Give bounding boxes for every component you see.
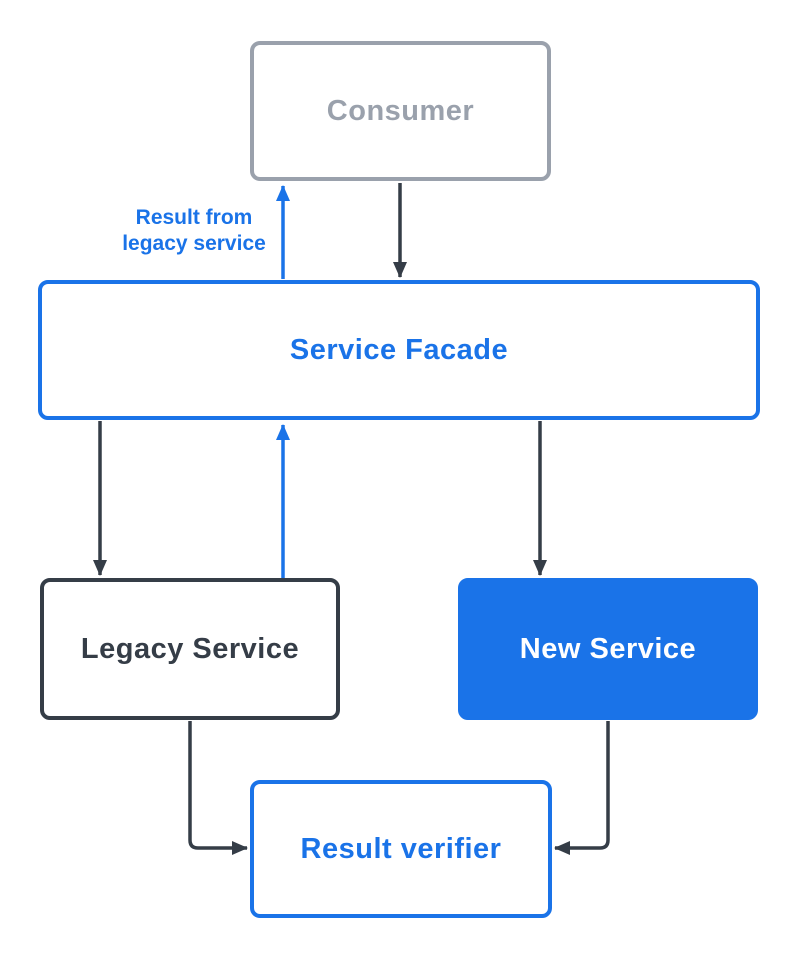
node-consumer: Consumer <box>250 41 551 181</box>
node-service-facade-label: Service Facade <box>289 333 509 366</box>
node-legacy-service: Legacy Service <box>40 578 340 720</box>
node-result-verifier: Result verifier <box>250 780 552 918</box>
node-new-service-label: New Service <box>519 632 697 665</box>
node-legacy-service-label: Legacy Service <box>80 632 300 665</box>
edge-legacy-to-verifier-arrow <box>188 721 248 855</box>
node-consumer-label: Consumer <box>326 94 475 127</box>
edge-label-result-from-legacy-service: Result from legacy service <box>99 205 289 257</box>
node-service-facade: Service Facade <box>38 280 760 420</box>
node-result-verifier-label: Result verifier <box>300 832 502 865</box>
edge-new-to-verifier-arrow <box>554 721 610 855</box>
edge-label-line1: Result from <box>135 206 253 229</box>
edge-label-line2: legacy service <box>122 232 266 255</box>
node-new-service: New Service <box>458 578 758 720</box>
